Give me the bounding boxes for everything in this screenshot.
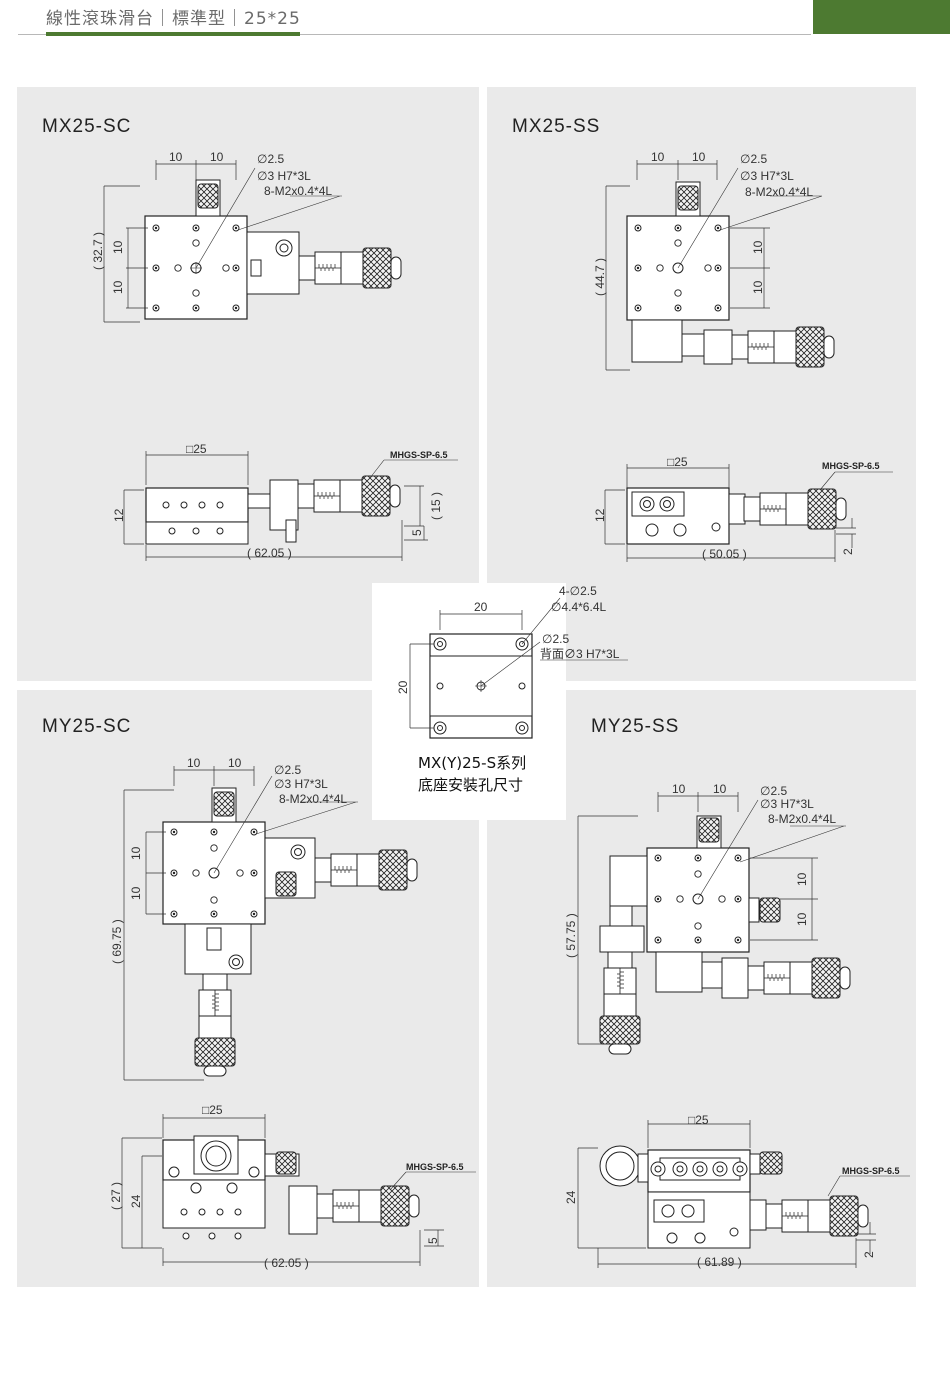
my25-sc-hole-dia: ∅2.5 — [274, 763, 301, 777]
my25-sc-micrometer-model: MHGS-SP-6.5 — [406, 1162, 464, 1172]
mx25-ss-hole-dia: ∅2.5 — [740, 152, 767, 166]
my25-ss-dim-d2: 10 — [713, 782, 727, 796]
my25-sc-pin-hole: ∅3 H7*3L — [274, 777, 328, 791]
mx25-sc-overall: ( 32.7 ) — [91, 232, 105, 270]
my25-ss-width: □25 — [688, 1113, 709, 1127]
my25-sc-screw-spec: 8-M2x0.4*4L — [279, 792, 347, 806]
my25-sc-pitch2: 10 — [129, 886, 143, 900]
base-note-series: MX(Y)25-S系列 — [418, 754, 527, 772]
base-pitch: 20 — [474, 600, 488, 614]
mx25-ss-front-view — [604, 464, 893, 562]
my25-ss-offset: 2 — [862, 1251, 876, 1258]
my25-sc-h1: ( 27 ) — [109, 1182, 123, 1210]
mx25-ss-height: 12 — [593, 508, 607, 522]
mx25-sc-screw-spec: 8-M2x0.4*4L — [264, 184, 332, 198]
my25-sc-width: □25 — [202, 1103, 223, 1117]
my25-ss-height: 24 — [564, 1190, 578, 1204]
mx25-ss-length: ( 50.05 ) — [702, 547, 747, 561]
my25-ss-overall: ( 57.75 ) — [564, 913, 578, 958]
my25-ss-pitch1: 10 — [795, 872, 809, 886]
header-accent-underline — [46, 32, 300, 36]
mx25-sc-hole-dia: ∅2.5 — [257, 152, 284, 166]
mx25-sc-pin-hole: ∅3 H7*3L — [257, 169, 311, 183]
base-holes: 4-∅2.5 — [559, 584, 597, 598]
base-counterbore: ∅4.4*6.4L — [551, 600, 606, 614]
my25-sc-dim-d2: 10 — [228, 756, 242, 770]
model-title-mx25-sc: MX25-SC — [42, 116, 132, 137]
my25-ss-micrometer-model: MHGS-SP-6.5 — [842, 1166, 900, 1176]
my25-sc-front-view — [121, 1114, 476, 1266]
header-accent-tab — [813, 0, 950, 34]
mx25-ss-dim-d1: 10 — [651, 150, 665, 164]
panel-mx25-sc — [17, 87, 479, 681]
mx25-ss-pitch1: 10 — [751, 240, 765, 254]
my25-sc-h2: 24 — [129, 1194, 143, 1208]
mx25-ss-offset: 2 — [841, 548, 855, 555]
my25-ss-pitch2: 10 — [795, 912, 809, 926]
base-mounting-note: MX(Y)25-S系列 底座安裝孔尺寸 — [418, 752, 526, 796]
mx25-sc-height: 12 — [112, 508, 126, 522]
model-title-my25-sc: MY25-SC — [42, 716, 132, 737]
base-mounting-drawing — [409, 597, 628, 739]
base-back-hole: 背面∅3 H7*3L — [540, 647, 620, 661]
my25-sc-offset: 5 — [426, 1237, 440, 1244]
mx25-ss-screw-spec: 8-M2x0.4*4L — [745, 185, 813, 199]
my25-sc-length: ( 62.05 ) — [264, 1256, 309, 1270]
mx25-ss-width: □25 — [667, 455, 688, 469]
mx25-sc-micrometer-model: MHGS-SP-6.5 — [390, 450, 448, 460]
mx25-ss-top-view — [605, 160, 835, 371]
mx25-sc-front-view — [123, 451, 458, 561]
mx25-ss-pin-hole: ∅3 H7*3L — [740, 169, 794, 183]
page-header-title: 線性滾珠滑台｜標準型｜25*25 — [46, 9, 301, 29]
mx25-sc-pitch2: 10 — [111, 280, 125, 294]
mx25-sc-micro-height: ( 15 ) — [429, 492, 443, 520]
mx25-sc-dim-d2: 10 — [210, 150, 224, 164]
mx25-ss-overall: ( 44.7 ) — [593, 258, 607, 296]
mx25-sc-pitch1: 10 — [111, 240, 125, 254]
mx25-sc-offset: 5 — [410, 529, 424, 536]
mx25-sc-length: ( 62.05 ) — [247, 546, 292, 560]
base-height: 20 — [396, 680, 410, 694]
my25-sc-overall: ( 69.75 ) — [110, 919, 124, 964]
base-pin: ∅2.5 — [542, 632, 569, 646]
my25-ss-front-view — [577, 1120, 910, 1268]
my25-ss-length: ( 61.89 ) — [697, 1255, 742, 1269]
model-title-my25-ss: MY25-SS — [591, 716, 680, 737]
my25-ss-pin-hole: ∅3 H7*3L — [760, 797, 814, 811]
mx25-sc-top-view — [103, 160, 402, 323]
mx25-ss-dim-d2: 10 — [692, 150, 706, 164]
my25-sc-top-view — [123, 766, 418, 1081]
my25-sc-pitch1: 10 — [129, 846, 143, 860]
my25-ss-hole-dia: ∅2.5 — [760, 784, 787, 798]
my25-ss-screw-spec: 8-M2x0.4*4L — [768, 812, 836, 826]
base-note-description: 底座安裝孔尺寸 — [418, 776, 524, 794]
mx25-sc-dim-d1: 10 — [169, 150, 183, 164]
mx25-sc-width: □25 — [186, 442, 207, 456]
my25-ss-dim-d1: 10 — [672, 782, 686, 796]
my25-sc-dim-d1: 10 — [187, 756, 201, 770]
panel-mx25-ss — [487, 87, 916, 681]
header-rule — [18, 34, 811, 35]
model-title-mx25-ss: MX25-SS — [512, 116, 601, 137]
my25-ss-top-view — [577, 792, 851, 1055]
mx25-ss-micrometer-model: MHGS-SP-6.5 — [822, 461, 880, 471]
mx25-ss-pitch2: 10 — [751, 280, 765, 294]
